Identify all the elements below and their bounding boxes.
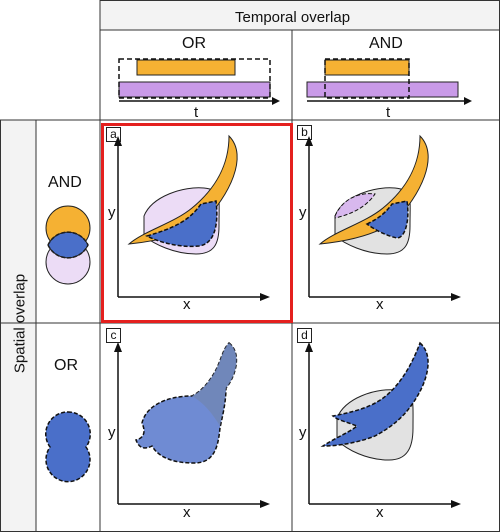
temporal-and-purple-bar xyxy=(306,81,459,98)
temporal-or-orange-bar xyxy=(136,59,236,76)
panel-a-highlight-frame xyxy=(101,123,293,323)
panel-d-ylabel: y xyxy=(299,424,307,441)
temporal-and-axis-label: t xyxy=(386,104,391,121)
temporal-or-purple-bar xyxy=(118,81,271,98)
panel-c-ylabel: y xyxy=(108,424,116,441)
row-label-and: AND xyxy=(48,174,82,191)
column-label-and: AND xyxy=(369,35,403,52)
panel-a-plot xyxy=(114,134,270,301)
temporal-and-diagram xyxy=(306,58,472,105)
panel-d-plot xyxy=(305,341,461,508)
panel-d-label: d xyxy=(297,328,312,343)
column-label-or: OR xyxy=(182,35,206,52)
spatial-and-diagram xyxy=(45,205,91,285)
panel-b-purple-region xyxy=(334,193,376,219)
panel-b-plot xyxy=(305,134,461,301)
panel-c-plot xyxy=(114,342,270,508)
spatial-or-diagram xyxy=(45,411,91,483)
panel-a-ylabel: y xyxy=(108,204,116,221)
time-axis-arrow xyxy=(272,97,280,105)
temporal-header-bg xyxy=(100,0,500,30)
temporal-or-dashed-box xyxy=(118,58,271,99)
row-label-or: OR xyxy=(54,357,78,374)
panel-a-and-region xyxy=(144,200,218,248)
panel-c-label: c xyxy=(106,328,121,343)
spatial-or-union xyxy=(45,411,91,483)
panel-c-crescent-shade xyxy=(192,343,237,426)
panel-a-xlabel: x xyxy=(183,296,191,313)
panel-d-or-shape xyxy=(320,341,429,447)
panel-c-xlabel: x xyxy=(183,504,191,521)
panel-b-ylabel: y xyxy=(299,204,307,221)
panel-c-union-shape xyxy=(135,342,238,464)
panel-b-xlabel: x xyxy=(376,296,384,313)
temporal-or-diagram xyxy=(118,58,280,105)
temporal-and-dashed-box xyxy=(324,58,410,99)
panel-b-and-region xyxy=(365,200,409,239)
panel-b-label: b xyxy=(297,125,312,140)
temporal-or-axis-label: t xyxy=(194,104,199,121)
spatial-header-bg xyxy=(0,120,36,532)
panel-d-xlabel: x xyxy=(376,504,384,521)
temporal-and-orange-bar xyxy=(324,59,410,76)
temporal-overlap-title: Temporal overlap xyxy=(235,9,351,26)
time-axis-arrow xyxy=(464,97,472,105)
